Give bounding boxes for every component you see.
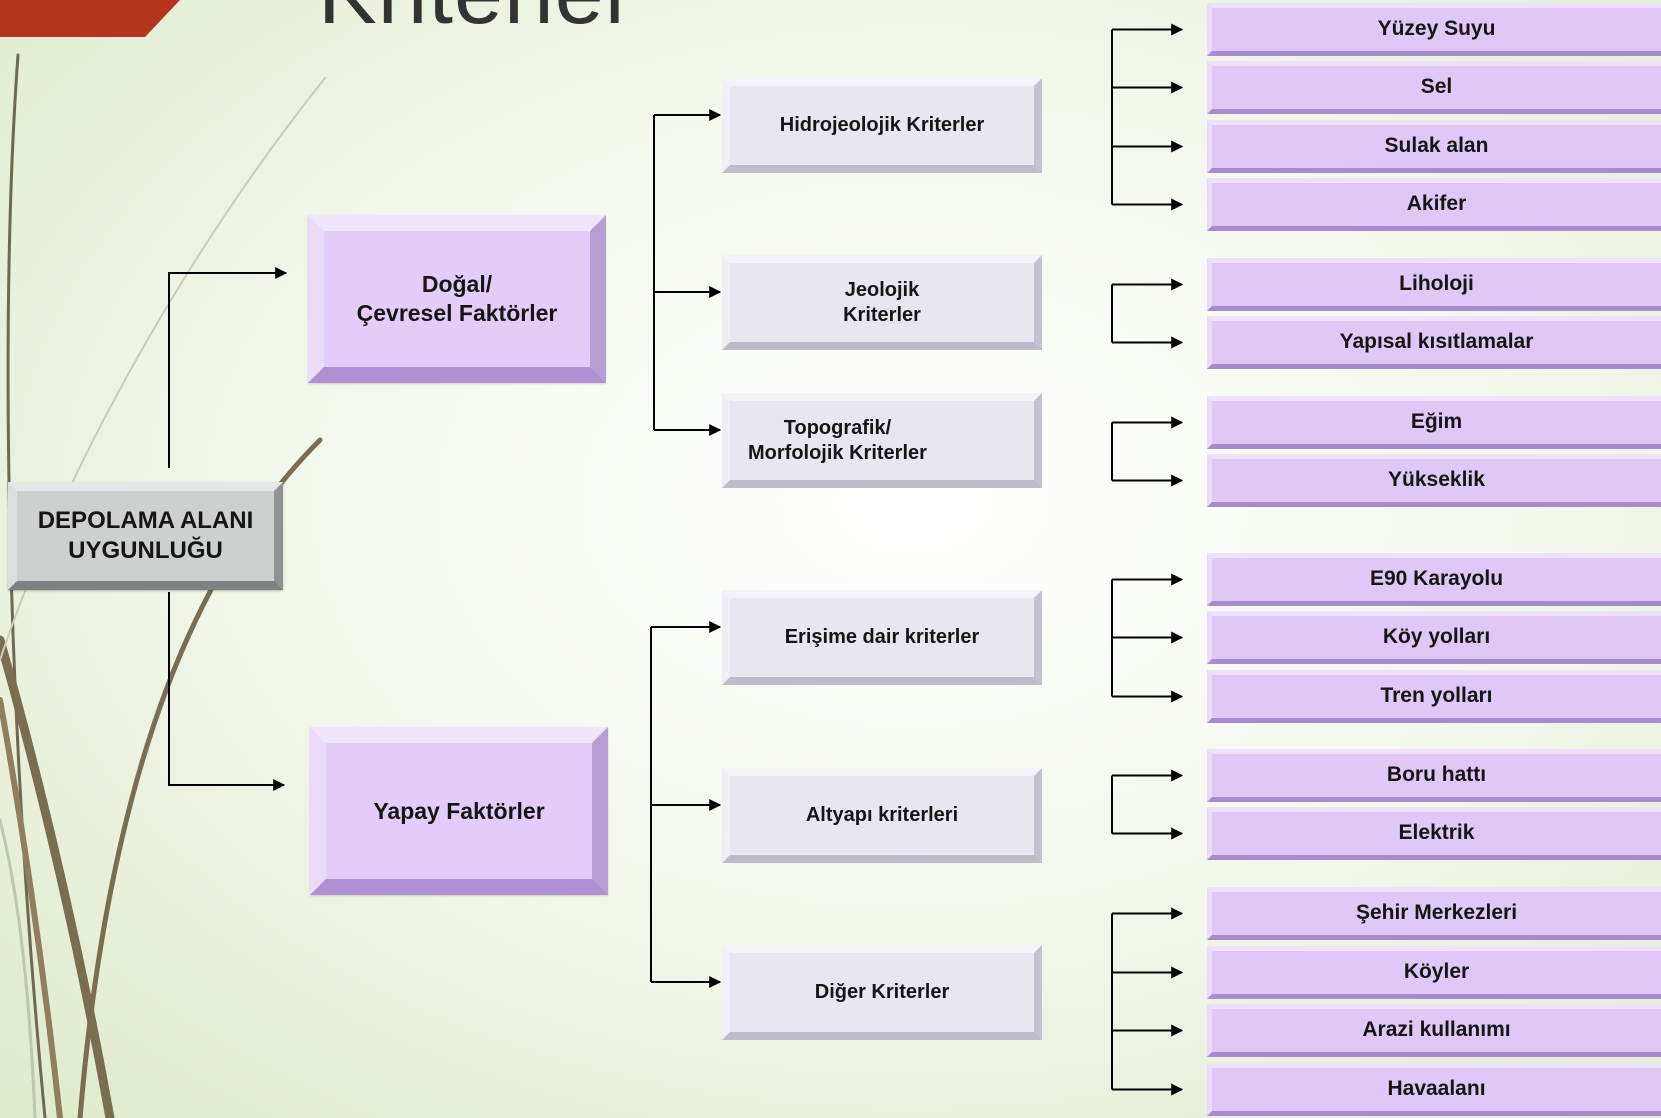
- item-sel-label: Sel: [1420, 75, 1453, 99]
- item-yükseklik: Yükseklik: [1207, 454, 1661, 507]
- item-sulak-alan: Sulak alan: [1207, 120, 1661, 173]
- item-arazi-kullanımı: Arazi kullanımı: [1207, 1004, 1661, 1057]
- item-havaalanı: Havaalanı: [1207, 1063, 1661, 1116]
- item-sulak-alan-label: Sulak alan: [1384, 134, 1489, 158]
- factor-artificial: Yapay Faktörler: [310, 727, 608, 895]
- item-elektrik-label: Elektrik: [1398, 821, 1475, 845]
- criteria-erişime-dair-kriterler-label: Erişime dair kriterler: [784, 626, 980, 648]
- criteria-diğer-kriterler: Diğer Kriterler: [722, 945, 1042, 1040]
- root-connector-natural: [168, 267, 288, 468]
- item-havaalanı-label: Havaalanı: [1387, 1077, 1486, 1101]
- item-e90-karayolu-label: E90 Karayolu: [1369, 567, 1504, 591]
- criteria-erişime-dair-kriterler: Erişime dair kriterler: [722, 590, 1042, 685]
- item-tren-yolları: Tren yolları: [1207, 670, 1661, 723]
- criteria-topografik: Topografik/Morfolojik Kriterler: [722, 393, 1042, 488]
- item-yükseklik-label: Yükseklik: [1388, 468, 1485, 492]
- criteria-hidrojeolojik-kriterler-label: Hidrojeolojik Kriterler: [779, 114, 985, 136]
- item-akifer: Akifer: [1207, 178, 1661, 231]
- item-şehir-merkezleri-label: Şehir Merkezleri: [1355, 901, 1518, 925]
- item-liholoji-label: Liholoji: [1399, 272, 1474, 296]
- factor-artificial-label: Yapay Faktörler: [373, 797, 545, 824]
- criteria-altyapı-kriterleri: Altyapı kriterleri: [722, 768, 1042, 863]
- factor-natural: Doğal/Çevresel Faktörler: [308, 215, 606, 383]
- item-eğim: Eğim: [1207, 396, 1661, 449]
- item-yüzey-suyu: Yüzey Suyu: [1207, 3, 1661, 56]
- item-liholoji: Liholoji: [1207, 258, 1661, 311]
- item-elektrik: Elektrik: [1207, 807, 1661, 860]
- criteria-topografik-label: Topografik/Morfolojik Kriterler: [748, 416, 927, 464]
- criteria-diğer-kriterler-label: Diğer Kriterler: [814, 981, 950, 1003]
- item-tren-yolları-label: Tren yolları: [1380, 684, 1493, 708]
- item-boru-hattı: Boru hattı: [1207, 749, 1661, 802]
- item-köy-yolları-label: Köy yolları: [1382, 625, 1491, 649]
- corner-accent: [0, 0, 180, 37]
- item-köyler-label: Köyler: [1403, 960, 1470, 984]
- root-connector-artificial: [168, 592, 286, 791]
- item-yapısal-kısıtlamalar-label: Yapısal kısıtlamalar: [1339, 330, 1534, 354]
- item-sel: Sel: [1207, 61, 1661, 114]
- criteria-altyapı-kriterleri-label: Altyapı kriterleri: [805, 804, 959, 826]
- item-akifer-label: Akifer: [1406, 192, 1467, 216]
- item-yapısal-kısıtlamalar: Yapısal kısıtlamalar: [1207, 316, 1661, 369]
- factor-natural-label: Doğal/Çevresel Faktörler: [356, 271, 558, 326]
- stalk-6: [0, 818, 37, 1118]
- stalk-2: [0, 635, 115, 1118]
- item-şehir-merkezleri: Şehir Merkezleri: [1207, 887, 1661, 940]
- item-boru-hattı-label: Boru hattı: [1386, 763, 1487, 787]
- item-yüzey-suyu-label: Yüzey Suyu: [1377, 17, 1496, 41]
- slide-title: Kriterler: [318, 0, 635, 44]
- item-arazi-kullanımı-label: Arazi kullanımı: [1362, 1018, 1511, 1042]
- stalk-3: [0, 697, 63, 1118]
- item-eğim-label: Eğim: [1410, 410, 1463, 434]
- item-köy-yolları: Köy yolları: [1207, 611, 1661, 664]
- criteria-hidrojeolojik-kriterler: Hidrojeolojik Kriterler: [722, 78, 1042, 173]
- item-e90-karayolu: E90 Karayolu: [1207, 553, 1661, 606]
- item-köyler: Köyler: [1207, 946, 1661, 999]
